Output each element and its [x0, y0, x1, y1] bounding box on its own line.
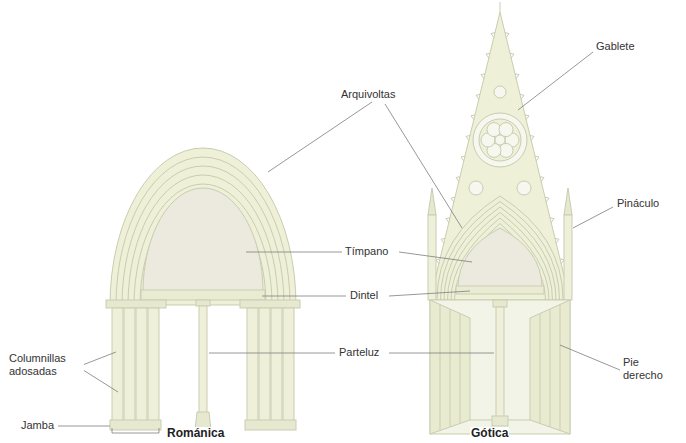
crocket [456, 177, 460, 182]
part-label: Parteluz [338, 346, 380, 359]
part-label: Arquivoltas [340, 88, 396, 101]
part-label: Pie derecho [622, 356, 682, 382]
rose-lobe [499, 123, 513, 137]
part-label: Tímpano [344, 245, 389, 258]
crocket [446, 218, 450, 223]
crocket [550, 218, 554, 223]
part-label: Dintel [349, 289, 379, 302]
crocket [476, 94, 480, 99]
jamb-shaft [560, 305, 561, 431]
style-caption: Románica [166, 427, 225, 440]
crocket [441, 238, 445, 243]
crocket [545, 197, 549, 202]
archivolt-bands [437, 196, 563, 300]
archivolt [441, 202, 560, 301]
crocket [436, 259, 440, 264]
part-label: Jamba [20, 419, 55, 432]
crocket [510, 53, 514, 58]
crocket [486, 53, 490, 58]
style-caption: Gótica [470, 427, 509, 440]
crocket [505, 33, 509, 38]
crocket [481, 74, 485, 79]
crocket [525, 115, 529, 120]
crocket [451, 197, 455, 202]
crocket [471, 115, 475, 120]
jamb-shaft [540, 314, 541, 424]
crocket [540, 177, 544, 182]
jamb-shaft [460, 314, 461, 424]
crocket [560, 259, 564, 264]
jamb-shaft [440, 305, 441, 431]
archivolt [444, 207, 556, 300]
crocket [555, 238, 559, 243]
part-label: Gablete [595, 40, 636, 53]
part-label: Pináculo [616, 197, 660, 210]
archivolt [451, 218, 549, 300]
crocket [461, 156, 465, 161]
romanesque-portal [106, 148, 300, 430]
gothic-portal [428, 2, 572, 434]
jamb-shaft [450, 309, 451, 427]
crocket [520, 94, 524, 99]
archivolt [437, 196, 563, 300]
jamb-shaft [550, 309, 551, 427]
crocket [515, 74, 519, 79]
part-label: Columnillas adosadas [8, 352, 84, 378]
crocket [491, 33, 495, 38]
archivolt [448, 213, 553, 301]
rose-tracery [481, 123, 519, 158]
crocket [530, 135, 534, 140]
jamb-shafts [440, 305, 560, 431]
crocket [466, 135, 470, 140]
leader-lines [58, 52, 620, 433]
crocket [535, 156, 539, 161]
